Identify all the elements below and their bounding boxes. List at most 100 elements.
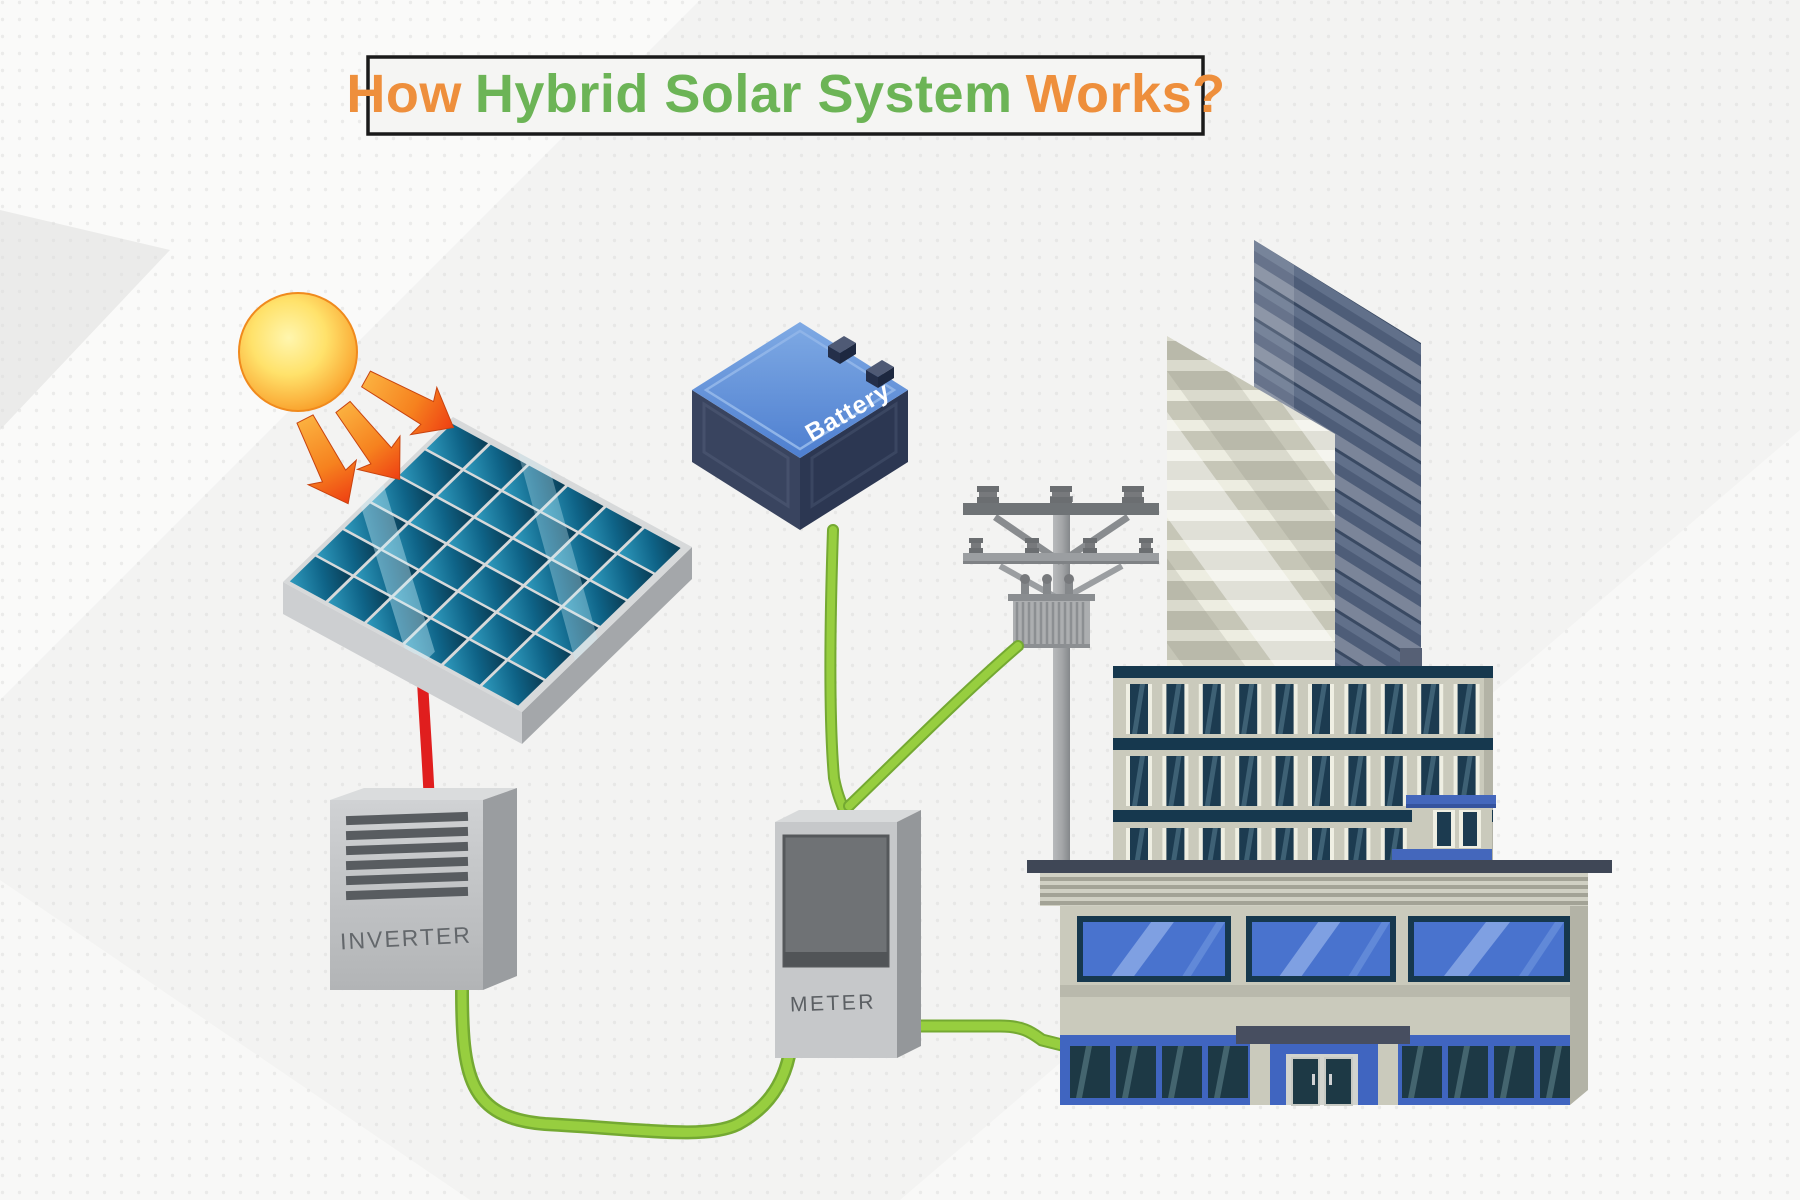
sun-ray-arrow <box>335 400 401 481</box>
panel-cell <box>355 551 418 596</box>
storefront-stripe <box>1060 985 1570 997</box>
cornice-ridge <box>1040 893 1588 897</box>
office-window-reflection <box>1423 684 1437 734</box>
transformer-body <box>1013 601 1090 647</box>
entrance-door <box>1286 1054 1358 1106</box>
title-frame <box>366 55 1205 136</box>
office-window-reflection <box>1277 756 1291 806</box>
glass-panel-reflection <box>1214 1046 1230 1098</box>
glass-panel-reflection <box>1168 1046 1184 1098</box>
sun-ray-arrow <box>296 414 358 505</box>
battery-top-rim <box>703 329 897 451</box>
meter-top-face <box>775 810 921 822</box>
insulator <box>969 538 983 543</box>
panel-reflection-streak <box>353 461 435 674</box>
entrance-pillar <box>1378 1035 1398 1105</box>
sun <box>238 292 358 412</box>
penthouse-base <box>1392 849 1492 862</box>
panel-cell <box>437 471 500 516</box>
office-floor-band <box>1113 738 1493 750</box>
title-part-how: How <box>346 64 462 124</box>
big-window-reflection <box>1279 922 1341 976</box>
office-window-reflection <box>1132 684 1145 734</box>
office-floor-band <box>1113 810 1493 822</box>
panel-cell <box>591 555 654 600</box>
wiring <box>455 524 1073 1140</box>
insulator <box>1083 538 1097 543</box>
insulator <box>971 543 981 548</box>
meter-side-face <box>897 810 921 1058</box>
office-window-reflection <box>1386 756 1400 806</box>
panel-cell <box>443 640 506 685</box>
insulator <box>977 497 999 503</box>
pole-insulators-lower <box>969 538 1153 553</box>
battery-top-face <box>692 322 908 458</box>
battery-panel-line <box>810 401 898 509</box>
door-handle <box>1312 1074 1315 1085</box>
battery-terminal <box>866 360 894 388</box>
title-part-works: Works? <box>1026 64 1226 124</box>
glass-panel-reflection <box>1122 1046 1138 1098</box>
cornice-ridge <box>1040 901 1588 905</box>
inverter-vent-slat <box>345 841 469 856</box>
pole-crossarm-edge <box>963 561 1159 564</box>
panel-side-left <box>283 582 522 744</box>
panel-cell <box>580 507 643 552</box>
insulator <box>1052 492 1070 497</box>
office-window-reflection <box>1204 684 1218 734</box>
panel-cell <box>482 661 544 706</box>
panel-cell <box>542 486 604 531</box>
entrance-pillar <box>1250 1035 1270 1105</box>
office-window-reflection <box>1241 684 1255 734</box>
panel-cell <box>366 598 429 643</box>
panel-cell <box>460 566 522 611</box>
wire-grid-to-meter <box>845 642 1022 810</box>
insulator <box>1122 497 1144 503</box>
meter: METER <box>775 810 921 1058</box>
transformer-ribs <box>1015 602 1085 646</box>
sun-ray-arrow <box>360 370 455 436</box>
insulator <box>1050 497 1072 503</box>
penthouse <box>1392 795 1496 862</box>
inverter-vent-slat <box>345 871 469 886</box>
office-window-reflection <box>1459 684 1473 734</box>
insulator <box>1025 538 1039 543</box>
penthouse-awning-shadow <box>1406 804 1496 808</box>
panel-cell <box>564 581 626 626</box>
tower-light-shading <box>1167 336 1335 666</box>
transformer-bushing <box>1043 580 1051 595</box>
insulator <box>1141 543 1151 548</box>
entrance-awning <box>1236 1026 1410 1044</box>
panel-cell <box>289 556 352 601</box>
panel-cell <box>383 524 445 569</box>
office-window-reflection <box>1277 684 1291 734</box>
roof-chimney <box>1400 648 1422 666</box>
meter-label: METER <box>790 991 877 1017</box>
panel-cell <box>426 423 489 469</box>
penthouse-window <box>1463 812 1477 846</box>
panel-cell <box>525 560 588 605</box>
panel-cell <box>487 539 549 585</box>
transformer-bushing-cap <box>1064 574 1074 584</box>
inverter-vent-slat <box>345 886 469 901</box>
panel-cell <box>394 571 456 617</box>
wire-meter-to-building <box>893 1021 1071 1051</box>
inverter-vents <box>345 811 469 901</box>
cornice-ridge <box>1040 877 1588 881</box>
pole-crossarm-lower <box>963 553 1159 563</box>
glass-panel-reflection <box>1546 1046 1562 1098</box>
panel-cell <box>371 476 434 522</box>
insulator <box>1085 543 1095 548</box>
office-window-reflection <box>1168 756 1182 806</box>
office-window-reflection <box>1423 756 1437 806</box>
panel-face <box>283 417 692 713</box>
sun-disc <box>238 292 358 412</box>
transformer-bushing-cap <box>1042 574 1052 584</box>
panel-reflections <box>353 427 605 685</box>
panel-cell <box>537 608 599 653</box>
wire-inverter-to-meter <box>457 983 794 1137</box>
office-window-reflection <box>1350 684 1364 734</box>
big-window-reflection <box>1111 922 1174 976</box>
